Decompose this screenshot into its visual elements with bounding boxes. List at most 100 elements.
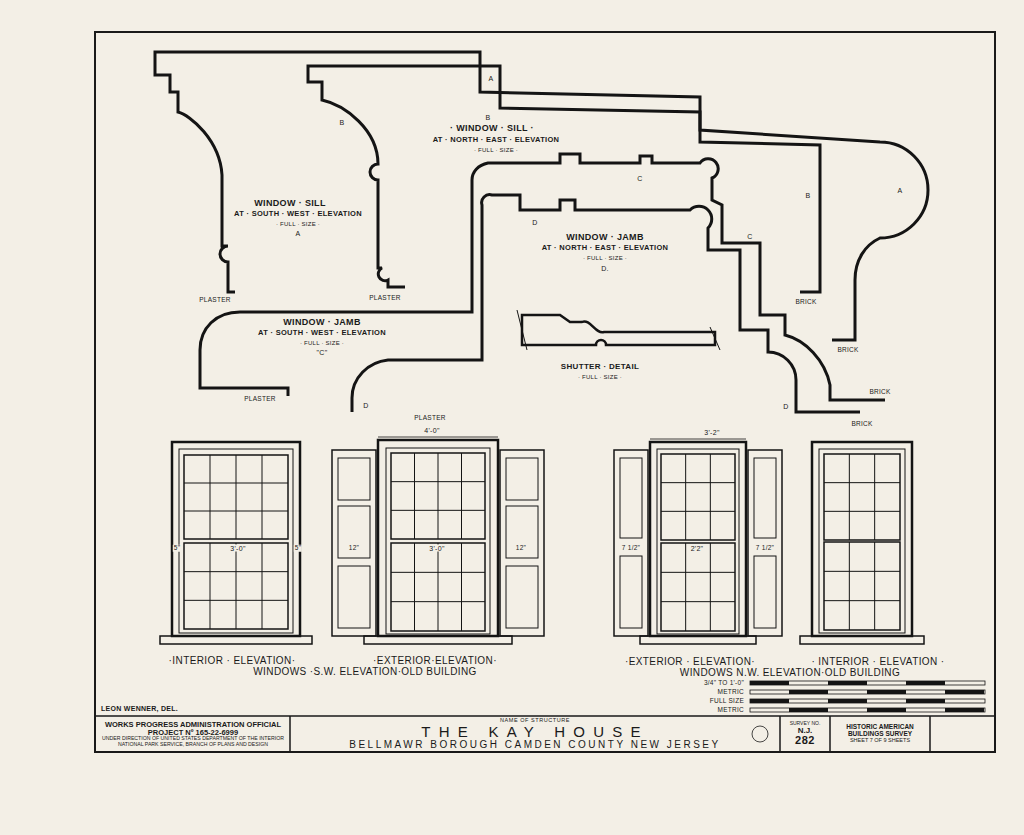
muntin [184, 571, 288, 572]
section-mark: "C" [316, 349, 329, 356]
sash [661, 543, 735, 631]
shutter [748, 450, 782, 636]
scale-segment [750, 699, 789, 703]
delineator: LEON WENNER, DEL. [100, 705, 179, 712]
material-note: BRICK [836, 347, 859, 354]
muntin [824, 600, 900, 601]
scale-segment [867, 690, 906, 694]
muntin [414, 543, 415, 631]
dimension-line [650, 439, 746, 440]
sash [824, 542, 900, 630]
muntin [710, 543, 711, 631]
title-text: THE KAY HOUSE [421, 724, 649, 740]
muntin [184, 600, 288, 601]
muntin [874, 542, 875, 630]
muntin [391, 510, 485, 511]
title-block-divider [290, 716, 930, 752]
muntin [824, 511, 900, 512]
title-text: 282 [795, 735, 815, 747]
muntin [438, 543, 439, 631]
title-text: HISTORIC AMERICAN BUILDINGS SURVEY [835, 724, 925, 738]
muntin [849, 542, 850, 630]
view-title: WINDOW · SILL [253, 199, 327, 208]
shutter-panel [338, 506, 370, 558]
frame-line [179, 449, 293, 633]
section-mark: C [746, 233, 753, 240]
window-elevations [160, 437, 924, 644]
muntin [824, 571, 900, 572]
scale-bar [750, 699, 985, 703]
view-title: WINDOW · JAMB [565, 233, 645, 242]
section-mark: D [531, 219, 538, 226]
dimension: 2'2" [690, 545, 705, 552]
sash [391, 453, 485, 539]
muntin [461, 453, 462, 539]
shutter-panel [754, 556, 776, 628]
title-block-cell: NAME OF STRUCTURETHE KAY HOUSEBELLMAWR B… [292, 717, 778, 751]
scale-note: · FULL · SIZE · [473, 147, 519, 153]
scale-note: FULL SIZE [709, 698, 745, 705]
muntin [210, 455, 211, 539]
shutter-panel [620, 556, 642, 628]
title-text: WORKS PROGRESS ADMINISTRATION OFFICIAL P… [101, 721, 285, 737]
muntin [236, 543, 237, 629]
muntin [661, 482, 735, 483]
scale-segment [828, 699, 867, 703]
shutter-section [522, 315, 715, 345]
scale-note: · FULL · SIZE · [582, 255, 628, 261]
scale-segment [906, 699, 945, 703]
muntin [414, 453, 415, 539]
graphic-scale [750, 681, 985, 712]
window-trim [650, 442, 746, 636]
title-text: SHEET 7 OF 9 SHEETS [850, 738, 910, 744]
window-sill [640, 636, 756, 644]
shutter [332, 450, 376, 636]
shutter-panel [338, 566, 370, 628]
dimension: 4'-0" [423, 427, 440, 434]
window-sill [160, 636, 312, 644]
muntin [438, 453, 439, 539]
seal [752, 726, 768, 742]
muntin [661, 511, 735, 512]
muntin [391, 601, 485, 602]
title-block-cell: HISTORIC AMERICAN BUILDINGS SURVEYSHEET … [832, 717, 928, 751]
dimension: 5" [294, 545, 302, 552]
section-mark: D [362, 402, 369, 409]
material-note: PLASTER [243, 396, 276, 403]
view-caption: WINDOWS ·S.W. ELEVATION·OLD BUILDING [252, 667, 478, 677]
jamb-profile-d [352, 195, 860, 412]
scale-segment [867, 708, 906, 712]
material-note: BRICK [868, 389, 891, 396]
view-title: AT · SOUTH · WEST · ELEVATION [233, 210, 363, 218]
muntin [710, 454, 711, 540]
material-note: PLASTER [368, 295, 401, 302]
sash [184, 455, 288, 539]
muntin [262, 455, 263, 539]
title-block-cell: SURVEY NO.N.J.282 [782, 717, 828, 751]
shutter-panel [506, 566, 538, 628]
shutter-panel [754, 458, 776, 538]
title-text: N.J. [798, 727, 813, 735]
shutter [614, 450, 648, 636]
scale-note: METRIC [717, 689, 745, 696]
scale-bar [750, 708, 985, 712]
frame-line [819, 449, 905, 633]
shutter-panel [506, 458, 538, 500]
title-text: BELLMAWR BOROUGH CAMDEN COUNTY NEW JERSE… [349, 740, 720, 751]
material-note: BRICK [794, 299, 817, 306]
muntin [661, 601, 735, 602]
window-sill [364, 636, 512, 644]
dimension: 3'-0" [229, 545, 246, 552]
view-title: AT · NORTH · EAST · ELEVATION [541, 244, 670, 252]
view-caption: · INTERIOR · ELEVATION · [810, 657, 945, 667]
muntin [184, 511, 288, 512]
muntin [236, 455, 237, 539]
scale-segment [906, 681, 945, 685]
scale-segment [789, 690, 828, 694]
break-mark [517, 310, 720, 350]
section-mark: B [339, 119, 346, 126]
view-caption: ·INTERIOR · ELEVATION· [168, 656, 297, 666]
view-caption: WINDOWS N.W. ELEVATION·OLD BUILDING [679, 668, 901, 678]
view-title: · WINDOW · SILL · [449, 124, 535, 133]
